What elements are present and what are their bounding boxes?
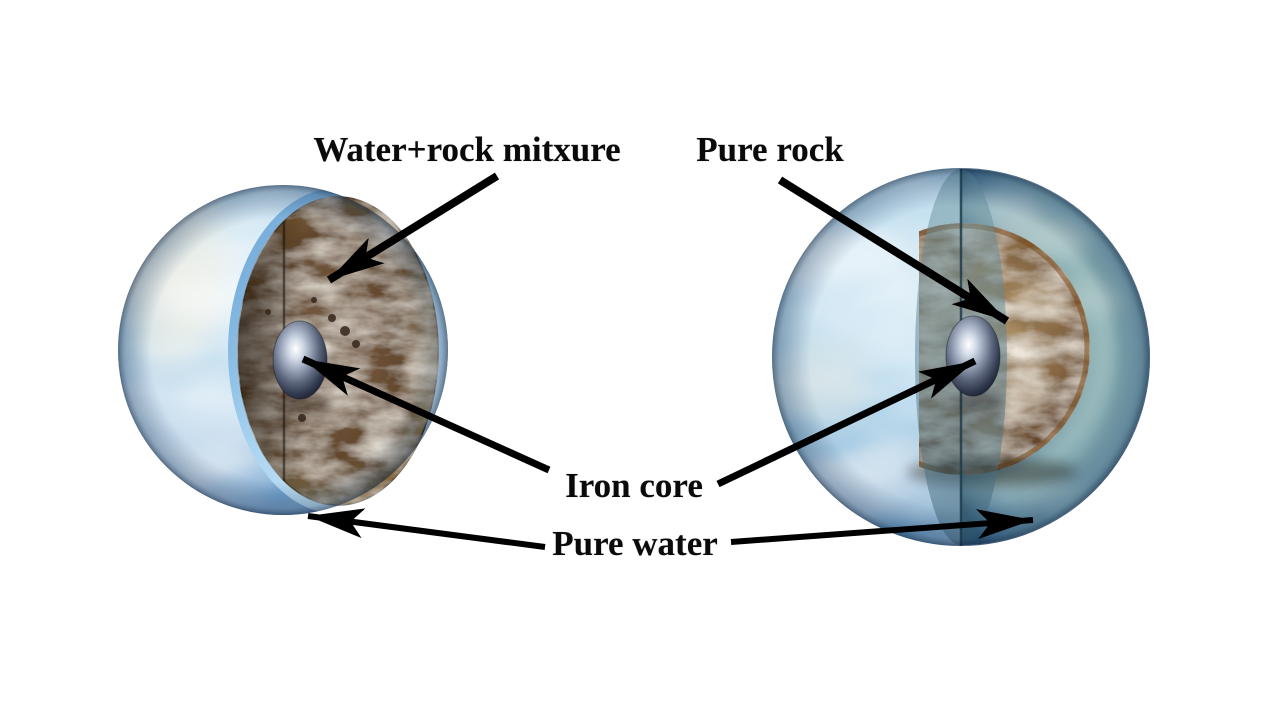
left-planet-illustration [118,185,448,515]
label-pure-water: Pure water [552,524,718,563]
arrow-iron-core-left [301,355,551,474]
label-water-rock-mixture: Water+rock mitxure [313,130,621,169]
arrow-iron-core-right [716,357,977,488]
arrow-water-rock-mixture [326,172,500,284]
right-planet-limb-shading [772,168,1150,546]
annotation-arrows [301,172,1034,550]
arrow-pure-water-left [307,508,546,550]
right-planet-illustration [772,168,1150,546]
arrow-pure-water-right [730,509,1034,545]
arrow-pure-rock [777,176,1010,325]
label-iron-core: Iron core [565,466,703,505]
label-pure-rock: Pure rock [696,130,844,169]
